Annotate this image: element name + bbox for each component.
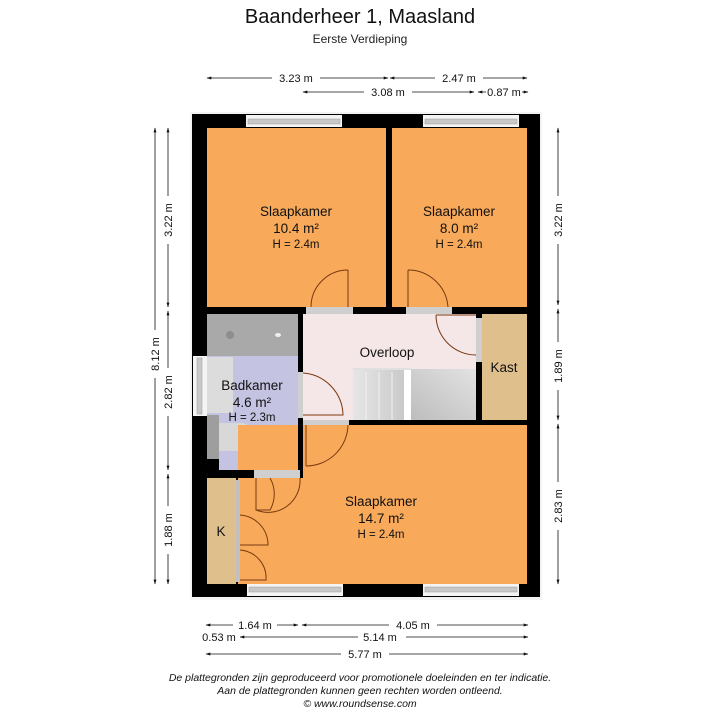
- windows: [193, 115, 519, 596]
- door-bathroom-south[interactable]: [255, 477, 301, 513]
- wall: [476, 314, 482, 425]
- room-overloop[interactable]: [303, 314, 476, 420]
- dimension-label: 3.22 m: [163, 203, 175, 237]
- dimension-label: 2.82 m: [163, 375, 175, 409]
- dimension-label: 3.08 m: [371, 87, 405, 99]
- door-k-lower[interactable]: [239, 549, 267, 581]
- room-label: Badkamer: [221, 378, 283, 393]
- wall: [207, 307, 527, 314]
- floor-subtitle: Eerste Verdieping: [312, 32, 408, 46]
- page-title: Baanderheer 1, Maasland: [244, 6, 476, 28]
- door-slaapkamer-2[interactable]: [407, 269, 449, 308]
- dimension-label: 2.83 m: [553, 489, 565, 523]
- dimension-label: 3.22 m: [553, 203, 565, 237]
- door-openings: [236, 307, 482, 582]
- room-area: 8.0 m²: [440, 221, 479, 236]
- wall: [386, 128, 392, 314]
- room-label: K: [216, 524, 225, 539]
- room-label: Overloop: [360, 345, 415, 360]
- shower-drain-icon: [226, 331, 234, 339]
- door-kast[interactable]: [435, 314, 477, 356]
- dimension-label: 1.89 m: [553, 349, 565, 383]
- dimension-label: 4.05 m: [396, 620, 430, 632]
- door-badkamer[interactable]: [302, 372, 344, 416]
- room-label: Slaapkamer: [423, 204, 496, 219]
- disclaimer-footer: De plattegronden zijn geproduceerd voor …: [0, 672, 720, 711]
- dimension-label: 1.64 m: [238, 620, 272, 632]
- dimension-label: 1.88 m: [163, 513, 175, 547]
- room-height: H = 2.4m: [436, 239, 483, 251]
- room-height: H = 2.4m: [273, 239, 320, 251]
- room-kast[interactable]: [482, 314, 527, 420]
- room-slaapkamer-1[interactable]: [207, 128, 386, 307]
- dimension-label: 8.12 m: [150, 337, 162, 371]
- door-k-upper[interactable]: [239, 514, 269, 546]
- dimension-label: 3.23 m: [279, 73, 313, 85]
- shower: [207, 314, 298, 356]
- room-label: Slaapkamer: [260, 204, 333, 219]
- room-height: H = 2.4m: [358, 529, 405, 541]
- dimension-label: 0.53 m: [202, 632, 236, 644]
- room-area: 14.7 m²: [358, 511, 404, 526]
- dimension-label: 5.14 m: [363, 632, 397, 644]
- disclaimer-line: Aan de plattegronden kunnen geen rechten…: [217, 685, 503, 697]
- shower-head-icon: [275, 333, 281, 337]
- disclaimer-line: De plattegronden zijn geproduceerd voor …: [168, 672, 552, 684]
- door-slaapkamer-1[interactable]: [310, 269, 349, 308]
- dimension-label: 5.77 m: [348, 649, 382, 661]
- room-slaapkamer-2[interactable]: [392, 128, 527, 307]
- room-height: H = 2.3m: [229, 412, 276, 424]
- copyright-link[interactable]: © www.roundsense.com: [303, 698, 417, 710]
- room-label: Kast: [490, 360, 517, 375]
- toilet-tank: [207, 415, 219, 459]
- dimension-label: 2.47 m: [442, 73, 476, 85]
- door-swings: [239, 269, 477, 581]
- room-slaapkamer-3[interactable]: [238, 425, 527, 584]
- room-area: 10.4 m²: [273, 221, 319, 236]
- room-area: 4.6 m²: [233, 395, 272, 410]
- wall: [303, 420, 527, 425]
- room-label: Slaapkamer: [345, 494, 418, 509]
- sink: [207, 357, 233, 413]
- dimension-label: 0.87 m: [487, 87, 521, 99]
- room-k[interactable]: [207, 478, 236, 584]
- door-slaapkamer-3[interactable]: [305, 424, 349, 467]
